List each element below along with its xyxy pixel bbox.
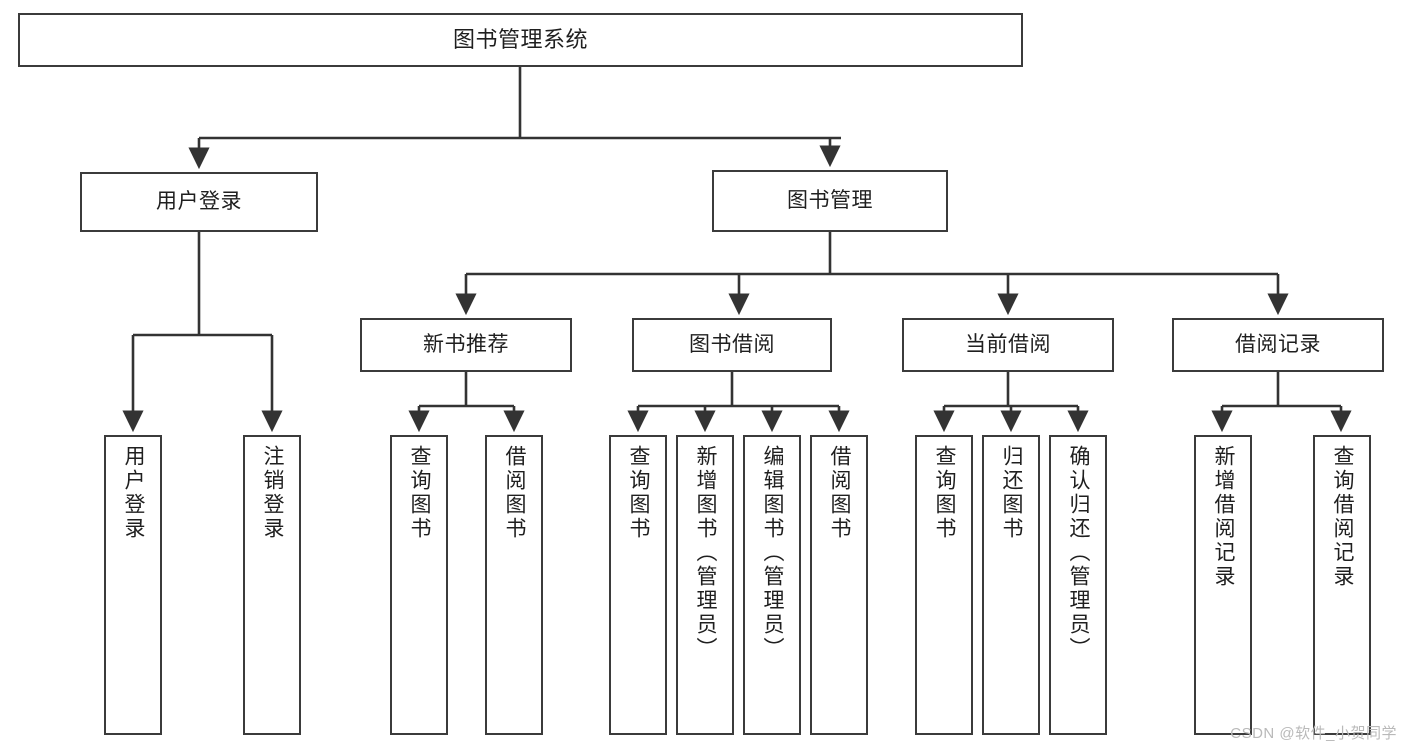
node-user-login-label: 用户登录: [156, 189, 242, 213]
node-new-book-recommend[interactable]: 新书推荐: [360, 318, 572, 372]
node-user-login[interactable]: 用户登录: [80, 172, 318, 232]
node-borrow-record-label: 借阅记录: [1235, 332, 1321, 356]
node-leaf-borrow-book-2[interactable]: 借阅图书: [810, 435, 868, 735]
node-leaf-query-record[interactable]: 查询借阅记录: [1313, 435, 1371, 735]
node-leaf-add-record-label: 新增借阅记录: [1212, 445, 1236, 589]
node-leaf-query-book-2-label: 查询图书: [627, 445, 651, 541]
node-leaf-query-book-3[interactable]: 查询图书: [915, 435, 973, 735]
node-leaf-borrow-book-1-label: 借阅图书: [503, 445, 527, 541]
node-book-borrow-label: 图书借阅: [689, 332, 775, 356]
node-leaf-add-book[interactable]: 新增图书（管理员）: [676, 435, 734, 735]
node-leaf-return-book[interactable]: 归还图书: [982, 435, 1040, 735]
node-leaf-query-book-1-label: 查询图书: [408, 445, 432, 541]
node-leaf-edit-book-label: 编辑图书（管理员）: [761, 445, 785, 661]
node-leaf-logout-label: 注销登录: [261, 445, 285, 541]
node-leaf-query-book-3-label: 查询图书: [933, 445, 957, 541]
node-book-manage-label: 图书管理: [787, 188, 873, 212]
node-leaf-edit-book[interactable]: 编辑图书（管理员）: [743, 435, 801, 735]
node-leaf-add-record[interactable]: 新增借阅记录: [1194, 435, 1252, 735]
node-leaf-borrow-book-1[interactable]: 借阅图书: [485, 435, 543, 735]
node-leaf-add-book-label: 新增图书（管理员）: [694, 445, 718, 661]
node-leaf-confirm-return-label: 确认归还（管理员）: [1067, 445, 1091, 661]
node-new-book-recommend-label: 新书推荐: [423, 332, 509, 356]
node-book-manage[interactable]: 图书管理: [712, 170, 948, 232]
node-leaf-logout[interactable]: 注销登录: [243, 435, 301, 735]
node-leaf-borrow-book-2-label: 借阅图书: [828, 445, 852, 541]
node-current-borrow[interactable]: 当前借阅: [902, 318, 1114, 372]
node-leaf-query-record-label: 查询借阅记录: [1331, 445, 1355, 589]
node-book-borrow[interactable]: 图书借阅: [632, 318, 832, 372]
node-current-borrow-label: 当前借阅: [965, 332, 1051, 356]
node-leaf-query-book-1[interactable]: 查询图书: [390, 435, 448, 735]
node-leaf-return-book-label: 归还图书: [1000, 445, 1024, 541]
node-leaf-user-login[interactable]: 用户登录: [104, 435, 162, 735]
node-root[interactable]: 图书管理系统: [18, 13, 1023, 67]
node-borrow-record[interactable]: 借阅记录: [1172, 318, 1384, 372]
node-leaf-user-login-label: 用户登录: [122, 445, 146, 541]
node-root-label: 图书管理系统: [452, 27, 588, 53]
csdn-watermark: CSDN @软件_小贺同学: [1230, 725, 1397, 742]
node-leaf-confirm-return[interactable]: 确认归还（管理员）: [1049, 435, 1107, 735]
node-leaf-query-book-2[interactable]: 查询图书: [609, 435, 667, 735]
